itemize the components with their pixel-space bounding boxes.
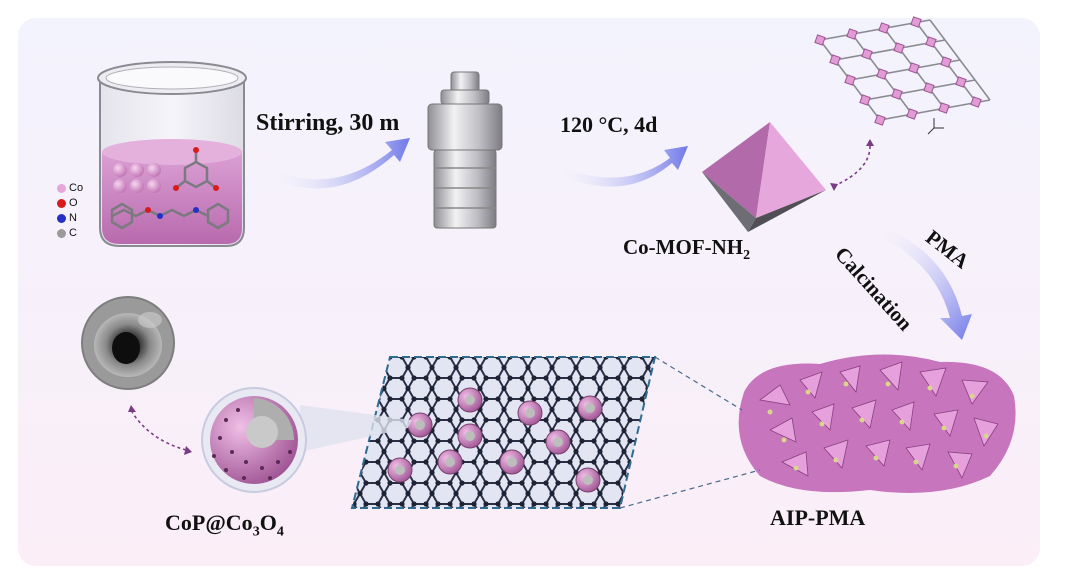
beaker [97, 61, 247, 247]
mof-label: Co-MOF-NH2 [623, 235, 750, 264]
element-legend: Co O N C [57, 181, 83, 241]
mof-octahedron [702, 122, 826, 232]
cop-label: CoP@Co3O4 [165, 510, 284, 540]
legend-c: C [57, 226, 83, 241]
legend-n: N [57, 211, 83, 226]
mof-lattice-nodes [814, 16, 982, 126]
mof-label-base: Co-MOF-NH [623, 235, 744, 259]
cop-label-a: CoP@Co [165, 510, 253, 535]
step1-label: Stirring, 30 m [256, 110, 400, 136]
cop-label-sub4: 4 [276, 524, 284, 540]
axes-glyph [927, 118, 944, 135]
arrow-step3 [870, 224, 972, 340]
cop-co3o4-sphere [201, 387, 307, 493]
n-color-dot [57, 214, 66, 223]
zoom-line-bottom [619, 469, 761, 509]
tem-image-inset [81, 296, 175, 390]
cop-label-sub3: 3 [252, 524, 260, 540]
legend-o: O [57, 196, 83, 211]
mof-label-sub: 2 [743, 248, 751, 264]
legend-label-co: Co [69, 182, 84, 194]
zoom-line-top [654, 356, 743, 411]
cop-label-b: O [259, 510, 277, 535]
legend-co: Co [57, 181, 83, 196]
zoom-wedge [300, 405, 412, 452]
arrow-step1 [262, 138, 410, 189]
o-color-dot [57, 199, 66, 208]
legend-label-o: O [69, 197, 78, 209]
legend-label-c: C [69, 227, 77, 239]
step2-label: 120 °C, 4d [560, 112, 658, 137]
arrow-step2 [548, 146, 688, 187]
legend-label-n: N [69, 212, 77, 224]
co-color-dot [57, 184, 66, 193]
dashed-pointer-mof [833, 145, 871, 187]
c-color-dot [57, 229, 66, 238]
autoclave [427, 71, 503, 229]
carbon-framework-sheet [350, 356, 657, 509]
dashed-pointer-tem [131, 411, 187, 451]
aip-pma-material [738, 354, 1016, 493]
aip-pma-label: AIP-PMA [770, 505, 866, 530]
